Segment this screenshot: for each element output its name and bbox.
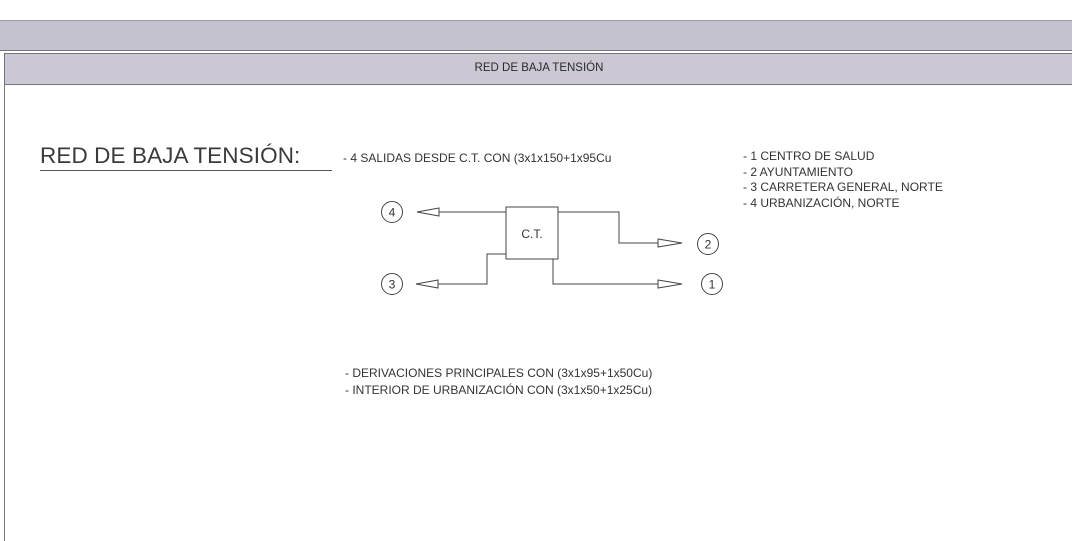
drawing-frame [4,84,1072,541]
node-label-3: 3 [389,278,396,292]
page-title: RED DE BAJA TENSIÓN [474,62,604,74]
arrow-1 [657,279,683,289]
node-circle-1 [701,273,723,295]
node-label-2: 2 [705,238,712,252]
node-label-4: 4 [389,206,396,220]
destination-item: - 1 CENTRO DE SALUD [743,149,875,163]
top-band [0,20,1072,51]
feeder-line-3 [438,253,506,285]
ct-box [505,206,559,260]
node-label-1: 1 [709,278,716,292]
arrow-2 [657,238,683,248]
note-item: - INTERIOR DE URBANIZACIÓN CON (3x1x50+1… [345,383,653,397]
destination-item: - 2 AYUNTAMIENTO [743,164,854,179]
arrow-4 [416,207,440,217]
feeder-line-1 [552,259,658,285]
node-circle-2 [697,233,719,255]
heading-underline [40,170,332,171]
ct-label: C.T. [521,227,542,241]
feeder-line-2 [558,211,658,244]
node-circle-4 [381,201,403,223]
section-heading: RED DE BAJA TENSIÓN: [40,143,301,168]
destination-list: - 1 CENTRO DE SALUD - 2 AYUNTAMIENTO - 3… [743,149,943,211]
note-item: - DERIVACIONES PRINCIPALES CON (3x1x95+1… [345,366,653,380]
title-band: RED DE BAJA TENSIÓN [4,53,1072,85]
notes-list: - DERIVACIONES PRINCIPALES CON (3x1x95+1… [345,365,652,399]
destination-item: - 3 CARRETERA GENERAL, NORTE [743,180,943,194]
destination-item: - 4 URBANIZACIÓN, NORTE [743,195,900,210]
node-circle-3 [381,273,403,295]
feeds-description: - 4 SALIDAS DESDE C.T. CON (3x1x150+1x95… [343,151,612,165]
arrow-3 [415,279,439,289]
